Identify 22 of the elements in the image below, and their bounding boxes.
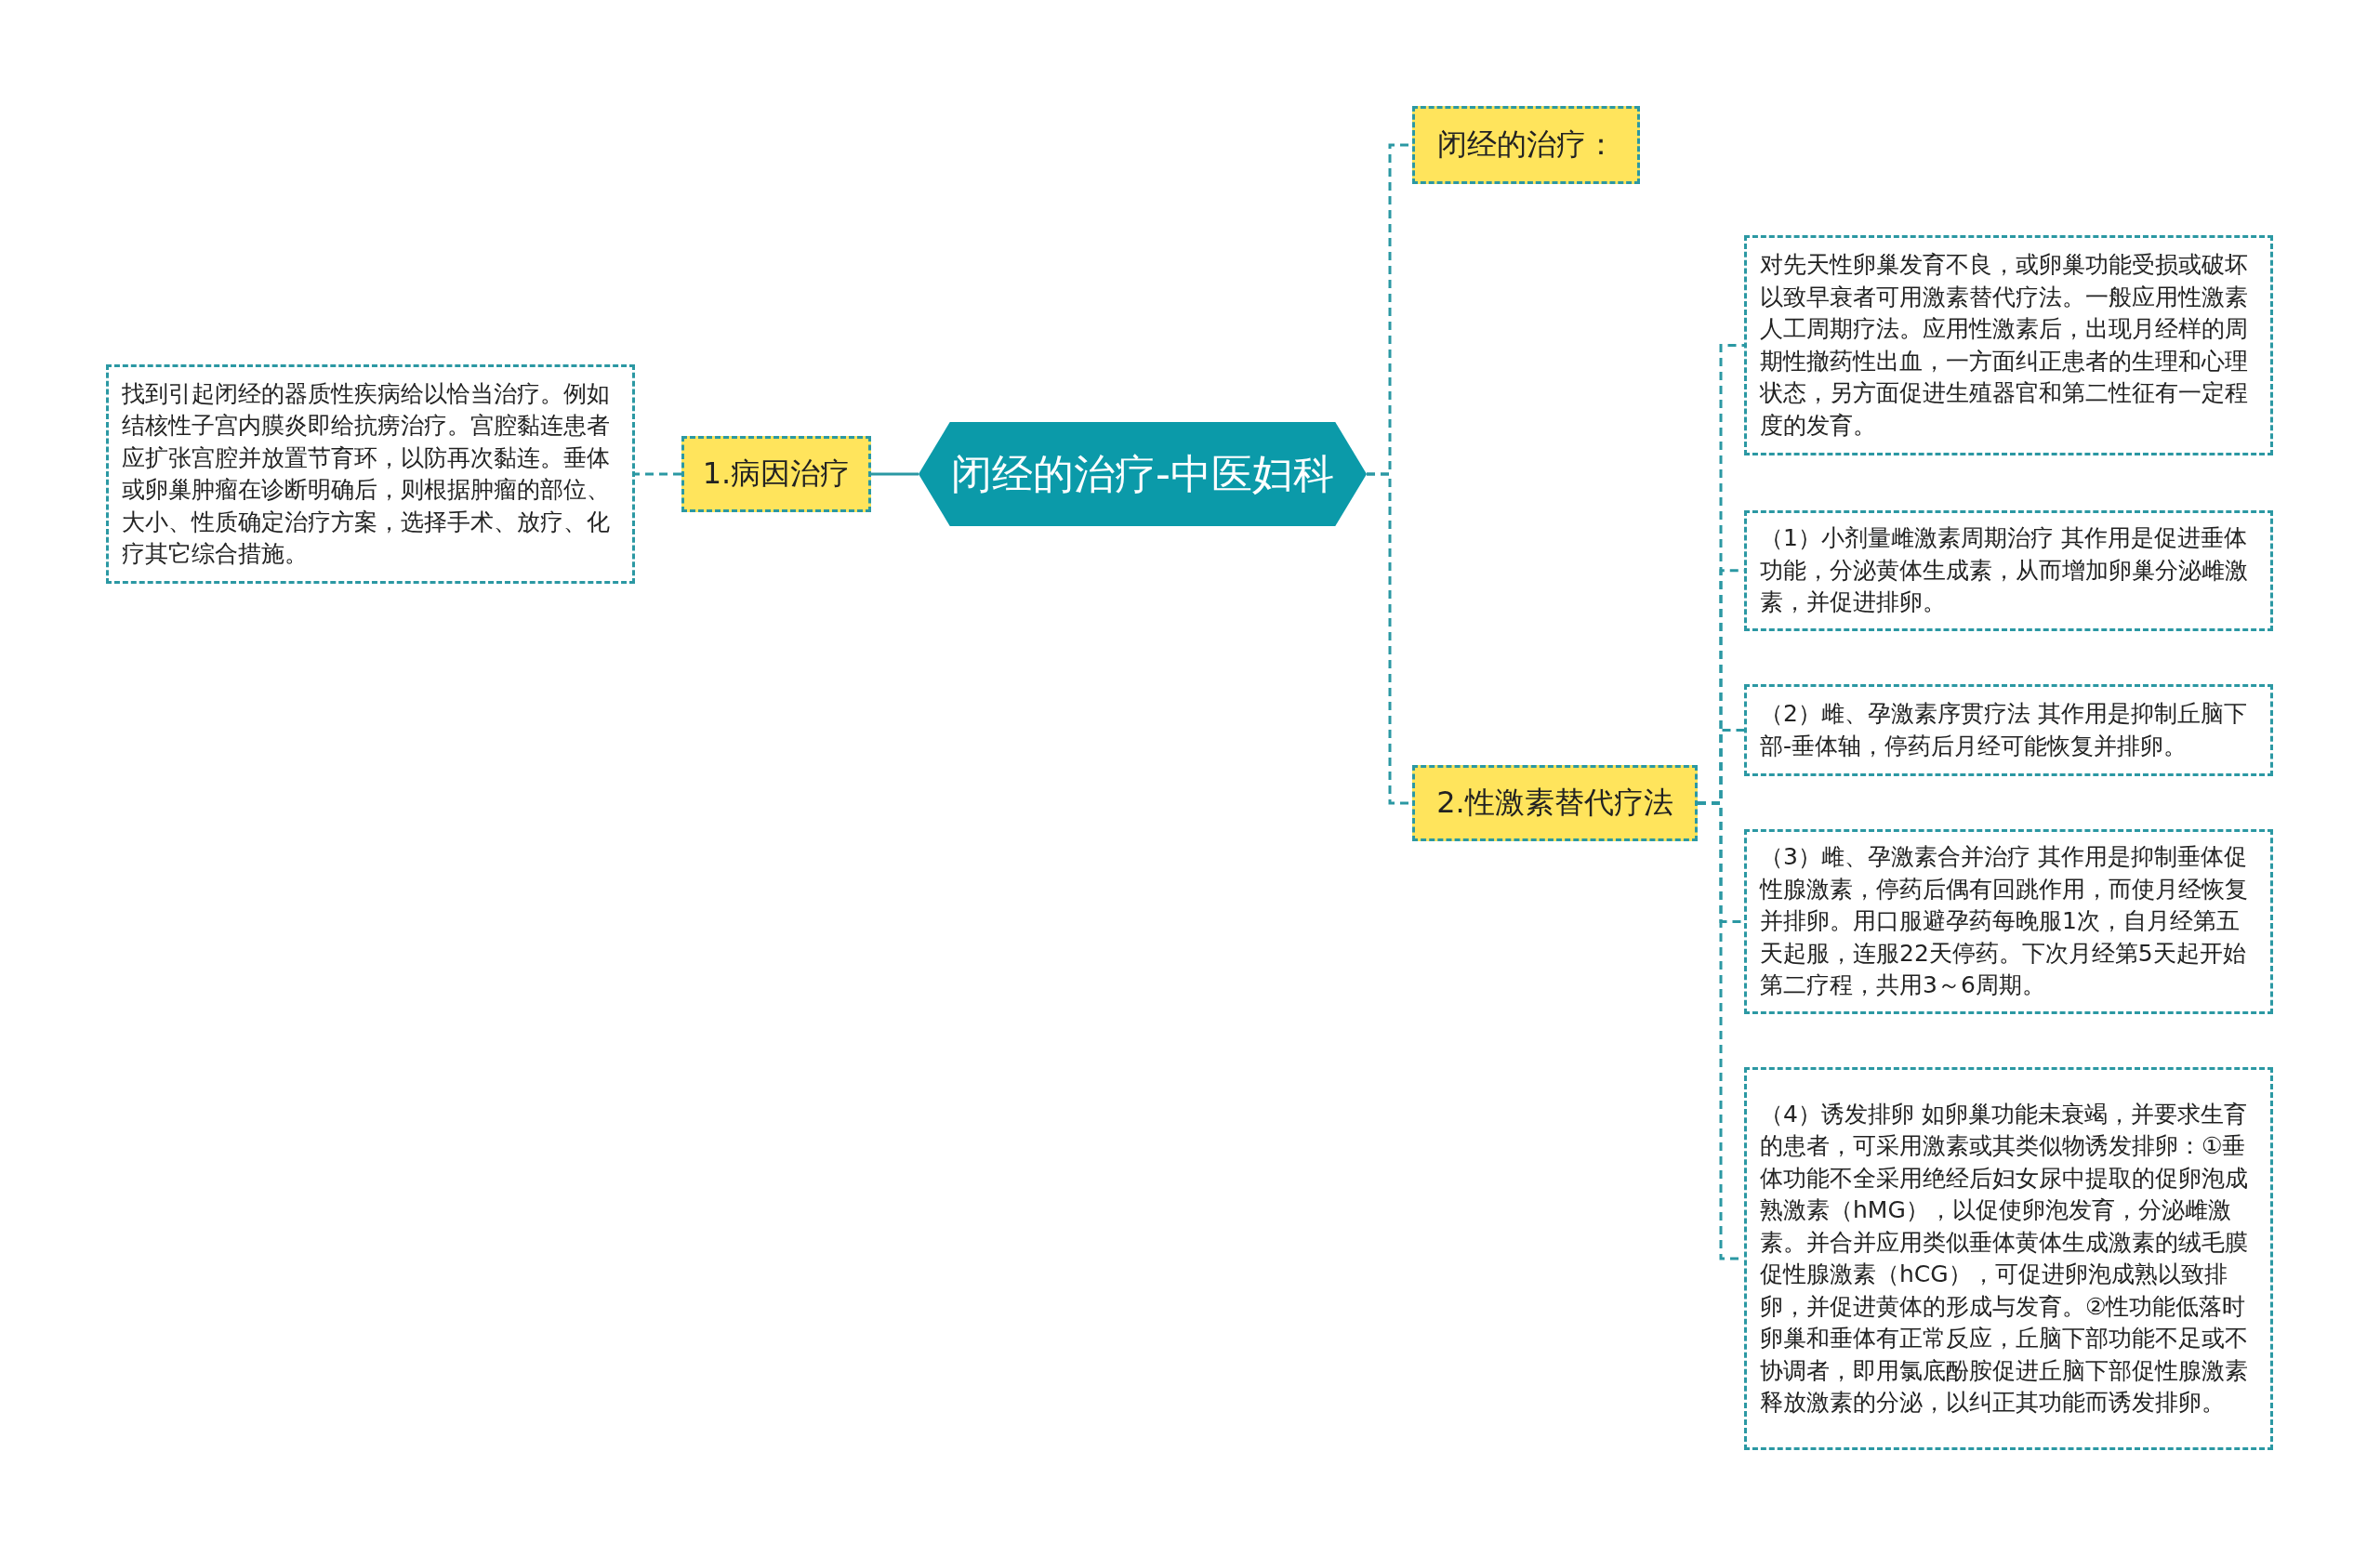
topic-box — [681, 436, 871, 512]
note-box — [1744, 510, 2273, 631]
note-text: （4）诱发排卵 如卵巢功能未衰竭，并要求生育的患者，可采用激素或其类似物诱发排卵：①垂体功能不全采用绝经后妇女尿中提取的促卵泡成熟激素（hMG），以促使卵泡发育，分泌雌激素。并合并应用类似垂体黄体生成激素的绒毛膜促性腺激素（hCG），可促进卵泡成熟以致排卵，并促进黄体的形成与发育。②性功能低落时卵巢和垂体有正常反应，丘脑下部功能不足或不协调者，即用氯底酚胺促进丘脑下部促性腺激素释放激素的分泌，以纠正其功能而诱发排卵。 — [1760, 1099, 2249, 1418]
note-box — [106, 364, 635, 584]
topic-label: 2.性激素替代疗法 — [1436, 784, 1673, 822]
note-text: （1）小剂量雌激素周期治疗 其作用是促进垂体功能，分泌黄体生成素，从而增加卵巢分泌雌激素，并促进排卵。 — [1760, 523, 2249, 617]
note-text: 对先天性卵巢发育不良，或卵巢功能受损或破坏以致早衰者可用激素替代疗法。一般应用性激素人工周期疗法。应用性激素后，出现月经样的周期性撤药性出血，一方面纠正患者的生理和心理状态，另方面促进生殖器官和第二性征有一定程度的发育。 — [1760, 250, 2249, 441]
title-text: 闭经的治疗-中医妇科 — [951, 448, 1334, 499]
note-text: （3）雌、孕激素合并治疗 其作用是抑制垂体促性腺激素，停药后偶有回跳作用，而使月经恢复并排卵。用口服避孕药每晚服1次，自月经第五天起服，连服22天停药。下次月经第5天起开始第二疗程，共用3～6周期。 — [1760, 842, 2249, 1001]
topic-label: 1.病因治疗 — [702, 455, 851, 493]
topic-box — [1412, 106, 1640, 184]
central-topic-hexagon — [919, 422, 1367, 526]
connector-line — [871, 472, 919, 476]
topic-label: 闭经的治疗： — [1436, 125, 1616, 164]
note-text: 找到引起闭经的器质性疾病给以恰当治疗。例如结核性子宫内膜炎即给抗痨治疗。宫腔黏连患者应扩张宫腔并放置节育环，以防再次黏连。垂体或卵巢肿瘤在诊断明确后，则根据肿瘤的部位、大小、性质确定治疗方案，选择手术、放疗、化疗其它综合措施。 — [122, 378, 611, 569]
note-box — [1744, 829, 2273, 1014]
note-text: （2）雌、孕激素序贯疗法 其作用是抑制丘脑下部-垂体轴，停药后月经可能恢复并排卵。 — [1760, 699, 2248, 761]
note-box — [1744, 684, 2273, 776]
note-box — [1744, 1067, 2273, 1450]
topic-box — [1412, 765, 1698, 841]
connector-line — [635, 472, 681, 476]
note-box — [1744, 235, 2273, 455]
